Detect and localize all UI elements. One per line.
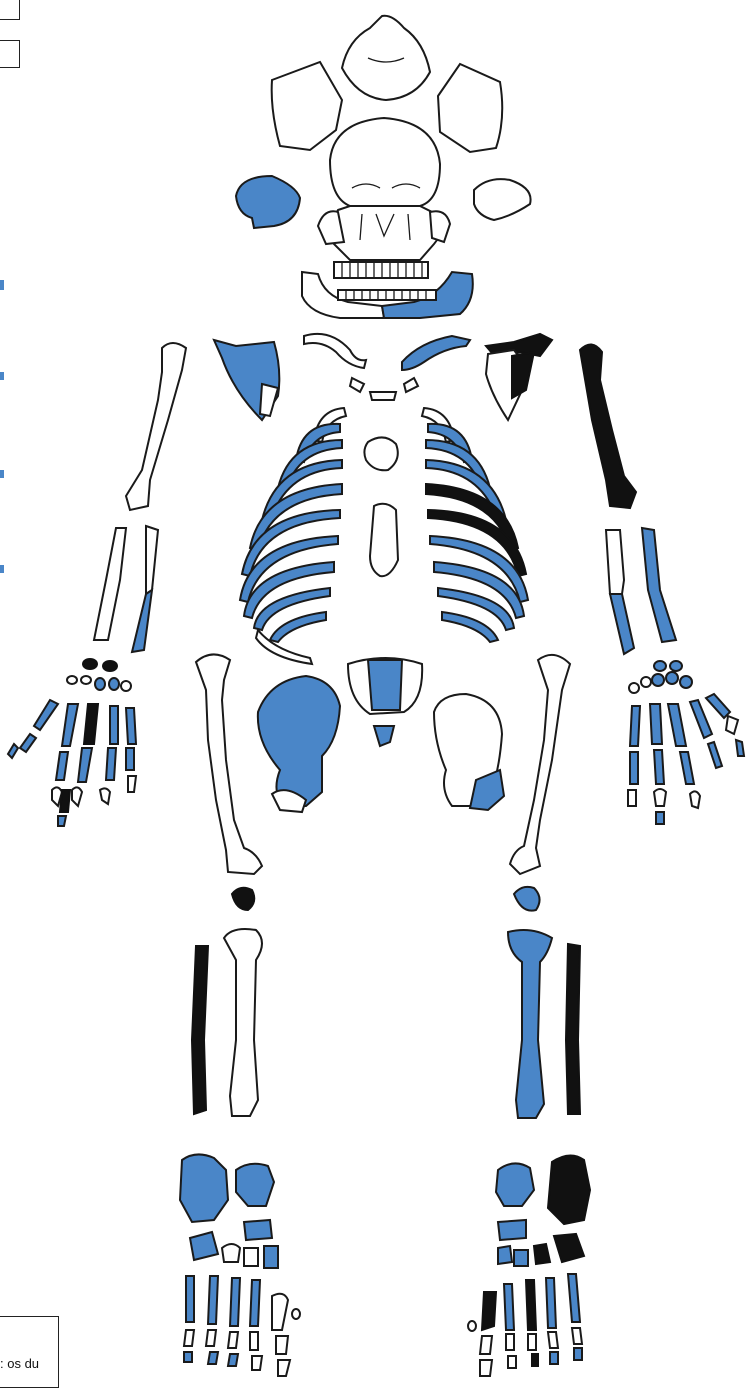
ulna-right (642, 528, 676, 642)
tibia-right (508, 930, 552, 1118)
hand-left (8, 659, 136, 826)
arms (94, 343, 676, 654)
patella-right (514, 887, 540, 911)
ulna-left-distal (132, 590, 152, 652)
hyoid-left (350, 378, 364, 392)
skull (236, 16, 531, 318)
scapula-left-fragment (260, 384, 278, 416)
legs (192, 654, 580, 1118)
rib-left-10 (270, 612, 326, 642)
navicular-right (498, 1220, 526, 1240)
femur-right (510, 655, 570, 874)
talus-left (236, 1164, 274, 1206)
thorax (240, 408, 528, 664)
patella-left (232, 888, 254, 910)
calcaneus-left (180, 1154, 228, 1222)
radius-left (94, 528, 126, 640)
parietal-left (272, 62, 342, 150)
foot-right (468, 1155, 590, 1376)
hyoid-right (404, 378, 418, 392)
clavicle-right (402, 336, 470, 370)
humerus-left (126, 343, 186, 510)
scapula-right-fragment (512, 352, 534, 398)
pelvis (258, 658, 504, 812)
tibia-left (224, 929, 262, 1116)
temporal-right (474, 179, 531, 220)
femur-left (196, 654, 262, 874)
frontal-bone (330, 118, 440, 206)
ilium-left (258, 676, 340, 806)
lower-teeth (338, 290, 436, 300)
coccyx (374, 726, 394, 746)
zygomatic-right (430, 211, 450, 242)
manubrium-small (370, 392, 396, 400)
sternum-upper (364, 437, 397, 470)
talus-right (496, 1163, 534, 1206)
foot-left (180, 1154, 300, 1376)
occipital-bone (342, 16, 430, 100)
shoulder-girdle (214, 334, 552, 420)
calcaneus-right (548, 1155, 590, 1224)
sacrum-center (368, 660, 402, 710)
clavicle-left (304, 334, 366, 368)
hand-right (628, 661, 744, 824)
left-edge-marks (0, 280, 4, 573)
rib-right-10 (442, 612, 498, 642)
radius-right-distal (610, 594, 634, 654)
parietal-right (438, 64, 502, 152)
radius-right (606, 530, 624, 594)
ulna-left (146, 526, 158, 594)
navicular-left (244, 1220, 272, 1240)
temporal-left (236, 176, 300, 228)
fibula-left (192, 946, 208, 1114)
humerus-right (580, 344, 636, 508)
sternum-body (370, 504, 398, 576)
fibula-right (566, 944, 580, 1114)
